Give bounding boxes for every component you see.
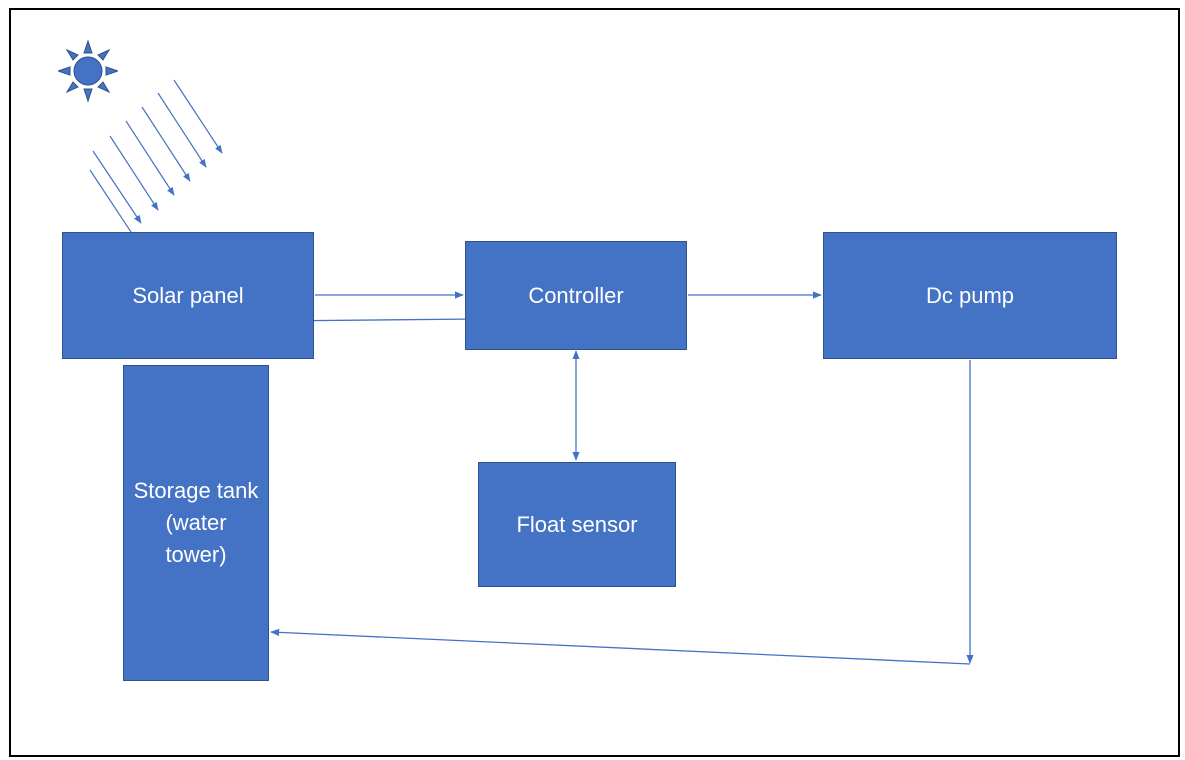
storage-tank-block: Storage tank (water tower) (123, 365, 269, 681)
sun-rays (89, 79, 223, 233)
controller-block: Controller (465, 241, 687, 350)
sun-ray (141, 106, 191, 182)
sun-ray (92, 150, 142, 224)
solar-panel-block: Solar panel (62, 232, 314, 359)
sun-ray (125, 120, 175, 196)
sun-icon (58, 40, 118, 102)
connector-return-to-tank (270, 628, 971, 665)
sun-ray (157, 92, 207, 168)
float-sensor-block: Float sensor (478, 462, 676, 587)
dc-pump-block: Dc pump (823, 232, 1117, 359)
sun-ray (173, 79, 223, 154)
sun-ray (89, 169, 132, 233)
sun-ray (109, 135, 159, 211)
diagram-frame (9, 8, 1180, 757)
